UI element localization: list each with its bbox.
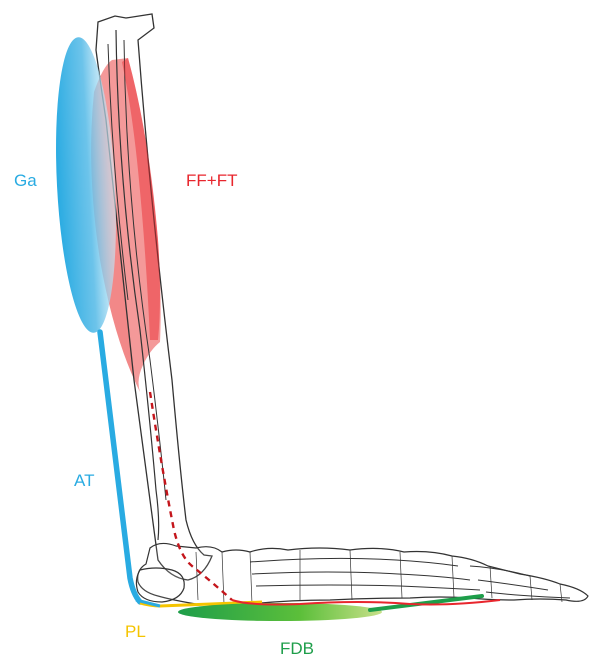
fdb-muscle [178, 603, 382, 621]
label-achilles-tendon: AT [74, 472, 94, 489]
tarsal-bones [138, 543, 588, 605]
label-gastrocnemius: Ga [14, 172, 37, 189]
calcaneus-bone [136, 568, 184, 602]
label-fdb: FDB [280, 640, 314, 656]
label-ff-ft: FF+FT [186, 172, 237, 189]
label-plantaris-longus: PL [125, 623, 146, 640]
